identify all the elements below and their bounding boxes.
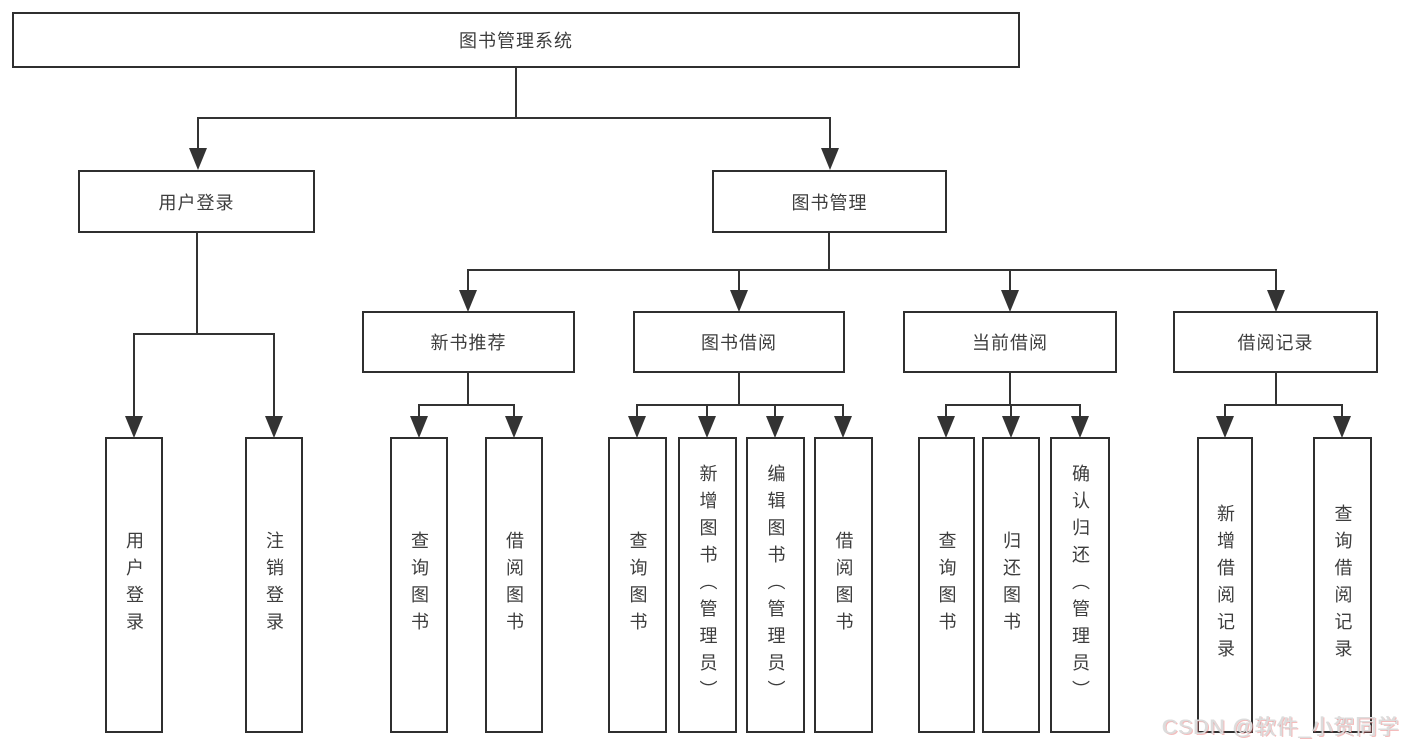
leaf-return-books: 归还图书 [982,437,1040,733]
arrowhead-down-icon [505,416,523,438]
connector-drop [418,404,420,419]
leaf-borrow-books-2: 借阅图书 [814,437,873,733]
node-label: 新书推荐 [430,333,507,353]
connector-drop [467,269,469,294]
node-new-book-recommend: 新书推荐 [362,311,575,373]
connector-drop-book-mgmt [829,117,831,152]
connector-drop [133,333,135,419]
node-label: 图书管理 [791,192,868,213]
leaf-query-books-3: 查询图书 [918,437,975,733]
connector-user-login-stub [196,233,198,335]
connector-current-borrow-bus [945,404,1081,406]
arrowhead-down-icon [766,416,784,438]
connector-stub [1275,371,1277,406]
leaf-label: 查询借阅记录 [1332,504,1353,666]
connector-drop [1010,404,1012,419]
arrowhead-down-icon [1001,290,1019,312]
node-borrow-records: 借阅记录 [1173,311,1378,373]
connector-drop [273,333,275,419]
leaf-query-books-1: 查询图书 [390,437,448,733]
node-label: 图书借阅 [701,333,777,353]
node-user-login: 用户登录 [78,170,315,233]
connector-drop [774,404,776,419]
leaf-label: 编辑图书（管理员） [765,463,786,707]
leaf-label: 归还图书 [1001,531,1021,639]
node-library-management-system: 图书管理系统 [12,12,1020,68]
leaf-add-book-admin: 新增图书（管理员） [678,437,737,733]
connector-drop [636,404,638,419]
arrowhead-down-icon [730,290,748,312]
connector-drop [945,404,947,419]
connector-level1-bus [197,117,831,119]
arrowhead-down-icon [698,416,716,438]
connector-drop [1224,404,1226,419]
leaf-label: 查询图书 [409,531,429,639]
connector-stub [467,371,469,406]
leaf-query-books-2: 查询图书 [608,437,667,733]
leaf-label: 查询图书 [627,531,648,639]
arrowhead-down-icon [189,148,207,170]
arrowhead-down-icon [410,416,428,438]
arrowhead-down-icon [459,290,477,312]
connector-user-login-bus [133,333,275,335]
connector-drop [738,269,740,294]
leaf-label: 借阅图书 [504,531,524,639]
connector-borrow-records-bus [1224,404,1343,406]
arrowhead-down-icon [937,416,955,438]
connector-drop [1079,404,1081,419]
leaf-logout: 注销登录 [245,437,303,733]
node-label: 借阅记录 [1237,333,1314,353]
arrowhead-down-icon [265,416,283,438]
arrowhead-down-icon [1333,416,1351,438]
connector-book-mgmt-stub [828,233,830,271]
node-book-management: 图书管理 [712,170,947,233]
connector-drop [513,404,515,419]
leaf-confirm-return-admin: 确认归还（管理员） [1050,437,1110,733]
arrowhead-down-icon [1071,416,1089,438]
leaf-label: 确认归还（管理员） [1070,463,1090,707]
connector-book-borrow-bus [636,404,844,406]
node-label: 当前借阅 [972,333,1048,353]
node-label: 图书管理系统 [459,31,573,51]
leaf-add-borrow-record: 新增借阅记录 [1197,437,1253,733]
arrowhead-down-icon [1002,416,1020,438]
arrowhead-down-icon [1216,416,1234,438]
connector-drop-user-login [197,117,199,152]
node-label: 用户登录 [158,192,235,213]
csdn-watermark: CSDN @软件_小贺同学 [1162,716,1400,739]
leaf-label: 注销登录 [264,531,284,639]
connector-stub [738,371,740,406]
connector-drop [706,404,708,419]
node-current-borrow: 当前借阅 [903,311,1117,373]
connector-drop [842,404,844,419]
connector-stub [1009,371,1011,406]
arrowhead-down-icon [628,416,646,438]
node-book-borrow: 图书借阅 [633,311,845,373]
connector-drop [1009,269,1011,294]
connector-drop [1275,269,1277,294]
leaf-borrow-books-1: 借阅图书 [485,437,543,733]
leaf-label: 用户登录 [124,531,144,639]
arrowhead-down-icon [834,416,852,438]
leaf-label: 查询图书 [936,531,957,639]
connector-new-book-bus [418,404,515,406]
leaf-user-login: 用户登录 [105,437,163,733]
leaf-label: 新增图书（管理员） [697,463,718,707]
arrowhead-down-icon [821,148,839,170]
connector-root-stub [515,68,517,118]
arrowhead-down-icon [1267,290,1285,312]
leaf-label: 借阅图书 [833,531,854,639]
leaf-query-borrow-record: 查询借阅记录 [1313,437,1372,733]
connector-drop [1341,404,1343,419]
leaf-edit-book-admin: 编辑图书（管理员） [746,437,805,733]
leaf-label: 新增借阅记录 [1215,504,1235,666]
connector-level2-bus [467,269,1277,271]
arrowhead-down-icon [125,416,143,438]
